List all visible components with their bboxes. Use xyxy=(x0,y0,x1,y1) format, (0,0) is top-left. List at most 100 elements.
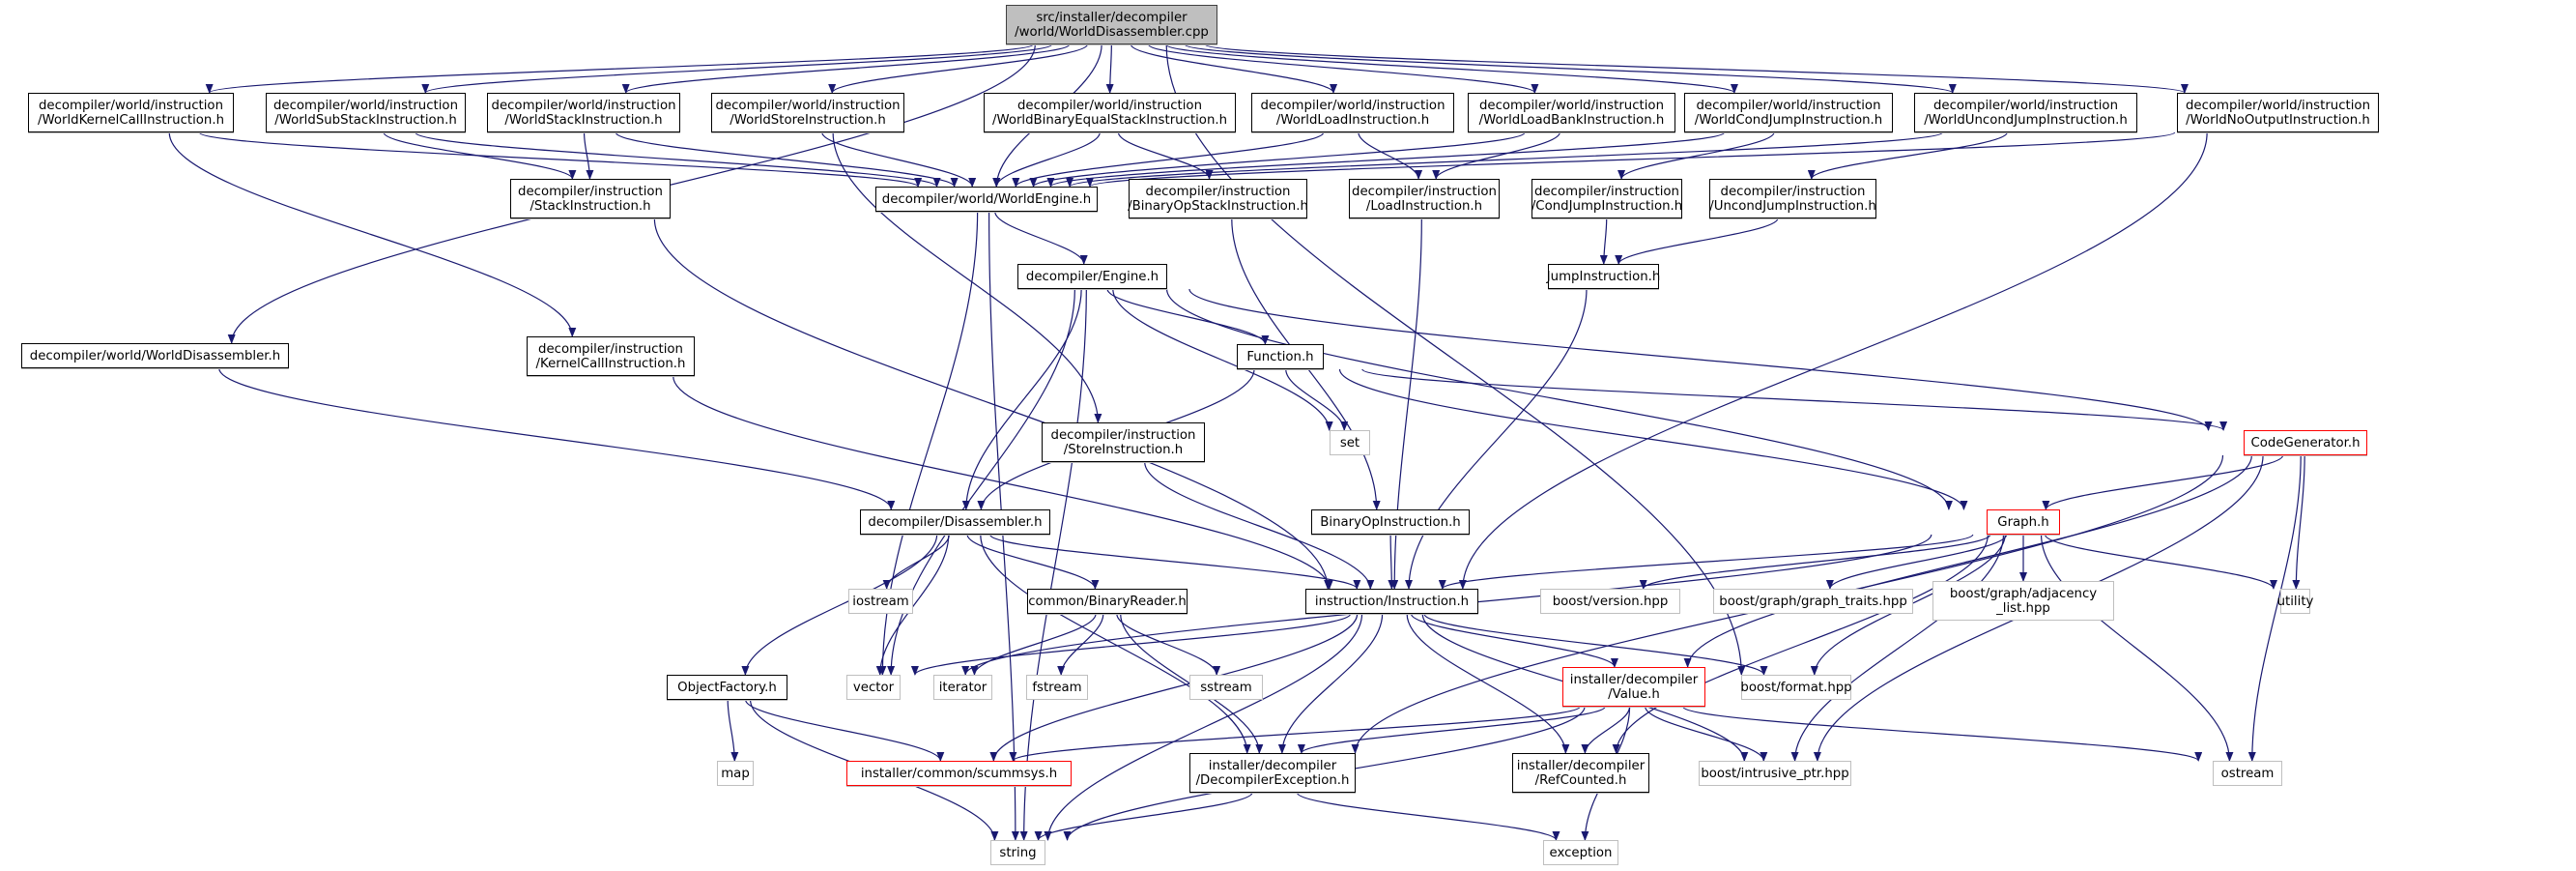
node-worldloadbankinstruction[interactable]: decompiler/world/instruction/WorldLoadBa… xyxy=(1468,93,1675,132)
edge-value-to-ostream xyxy=(1682,706,2202,762)
node-value[interactable]: installer/decompiler/Value.h xyxy=(1562,667,1705,707)
node-refcounted[interactable]: installer/decompiler/RefCounted.h xyxy=(1512,753,1649,793)
node-boost-graph-traits: boost/graph/graph_traits.hpp xyxy=(1713,589,1913,614)
node-label-line: decompiler/instruction xyxy=(518,184,663,199)
edge-graph-to-rc xyxy=(1612,534,1989,754)
node-worldkernelcallinstruction[interactable]: decompiler/world/instruction/WorldKernel… xyxy=(28,93,234,132)
node-label-line: decompiler/instruction xyxy=(538,341,683,357)
edge-instr-to-value xyxy=(1410,613,1618,668)
node-label-line: installer/common/scummsys.h xyxy=(860,766,1058,781)
node-worldnooutputinstruction[interactable]: decompiler/world/instruction/WorldNoOutp… xyxy=(2177,93,2379,132)
edge-instr-to-rc xyxy=(1406,613,1570,754)
node-condjumpinstruction[interactable]: decompiler/instruction/CondJumpInstructi… xyxy=(1531,179,1682,218)
node-codegenerator[interactable]: CodeGenerator.h xyxy=(2244,430,2367,455)
node-worldloadinstruction[interactable]: decompiler/world/instruction/WorldLoadIn… xyxy=(1251,93,1454,132)
node-instruction[interactable]: instruction/Instruction.h xyxy=(1305,589,1478,614)
edge-cji-to-ji xyxy=(1599,218,1608,265)
edge-dis-to-br xyxy=(966,534,1100,590)
edge-instr-to-scumm xyxy=(989,613,1359,762)
node-label-line: /WorldStoreInstruction.h xyxy=(730,112,886,128)
node-label-line: boost/intrusive_ptr.hpp xyxy=(1701,766,1849,781)
node-engine[interactable]: decompiler/Engine.h xyxy=(1017,264,1167,289)
node-worldengine[interactable]: decompiler/world/WorldEngine.h xyxy=(875,187,1098,212)
node-stackinstruction[interactable]: decompiler/instruction/StackInstruction.… xyxy=(510,179,671,218)
node-function[interactable]: Function.h xyxy=(1237,344,1324,369)
node-objectfactory[interactable]: ObjectFactory.h xyxy=(667,675,787,700)
node-uncondjumpinstruction[interactable]: decompiler/instruction/UncondJumpInstruc… xyxy=(1709,179,1876,218)
node-label-line: common/BinaryReader.h xyxy=(1028,594,1187,609)
node-label-line: BinaryOpInstruction.h xyxy=(1320,514,1461,530)
node-label-line: /UncondJumpInstruction.h xyxy=(1709,198,1876,214)
node-iostream: iostream xyxy=(848,589,913,614)
node-label-line: /WorldUncondJumpInstruction.h xyxy=(1924,112,2128,128)
node-label-line: /Value.h xyxy=(1608,686,1660,702)
edge-func-to-cg xyxy=(1361,368,2227,431)
node-label-line: Graph.h xyxy=(1997,514,2049,530)
edge-wd-to-dis xyxy=(218,367,896,510)
edge-ji-to-instr xyxy=(1405,288,1588,590)
node-label-line: /WorldBinaryEqualStackInstruction.h xyxy=(991,112,1228,128)
edge-boi-to-instr xyxy=(1388,534,1396,590)
node-boost-version: boost/version.hpp xyxy=(1540,589,1680,614)
edge-engine-to-func xyxy=(1106,288,1270,345)
node-binaryopstackinstruction[interactable]: decompiler/instruction/BinaryOpStackInst… xyxy=(1128,179,1308,218)
node-label-line: boost/version.hpp xyxy=(1552,594,1669,609)
node-label-line: decompiler/instruction xyxy=(1352,184,1497,199)
node-decompilerexception[interactable]: installer/decompiler/DecompilerException… xyxy=(1189,753,1356,793)
edge-wuji-to-uji xyxy=(1807,131,2008,180)
node-label-line: fstream xyxy=(1032,680,1082,695)
node-graph[interactable]: Graph.h xyxy=(1987,509,2060,535)
edge-engine-to-cg xyxy=(1188,288,2213,431)
node-label-line: JumpInstruction.h xyxy=(1546,269,1661,284)
node-label-line: /WorldCondJumpInstruction.h xyxy=(1694,112,1883,128)
edge-root-to-wcji xyxy=(1164,44,1738,94)
edge-wlbi-to-we xyxy=(1029,131,1526,188)
edge-graph-to-ostream xyxy=(2040,534,2234,762)
edge-root-to-wuji xyxy=(1184,44,1957,94)
edge-graph-to-instr xyxy=(1439,534,1974,590)
edge-wbesi-to-we xyxy=(992,131,1101,188)
node-label-line: sstream xyxy=(1200,680,1252,695)
node-label-line: decompiler/instruction xyxy=(1050,427,1196,443)
edge-root-to-bfmt xyxy=(1165,44,1746,676)
node-worlduncondjumpinstruction[interactable]: decompiler/world/instruction/WorldUncond… xyxy=(1914,93,2137,132)
edge-wkci-to-we xyxy=(198,131,922,188)
node-label-line: src/installer/decompiler xyxy=(1036,10,1188,25)
node-label-line: decompiler/world/instruction xyxy=(272,98,458,113)
edge-wkci-to-kci xyxy=(168,131,577,337)
node-label-line: exception xyxy=(1549,845,1613,860)
edge-root-to-wlbi xyxy=(1147,44,1539,94)
node-boost-adjacency-list: boost/graph/adjacency_list.hpp xyxy=(1932,581,2114,621)
edge-wcji-to-cji xyxy=(1617,131,1775,180)
edge-cg-to-utility xyxy=(2292,454,2305,590)
edge-dis-to-instr xyxy=(989,534,1361,590)
node-worldsubstackinstruction[interactable]: decompiler/world/instruction/WorldSubSta… xyxy=(266,93,466,132)
node-worldcondjumpinstruction[interactable]: decompiler/world/instruction/WorldCondJu… xyxy=(1684,93,1893,132)
node-set: set xyxy=(1330,430,1370,455)
node-worldbinaryequalstackinstruction[interactable]: decompiler/world/instruction/WorldBinary… xyxy=(984,93,1236,132)
node-storeinstruction[interactable]: decompiler/instruction/StoreInstruction.… xyxy=(1042,422,1205,462)
node-loadinstruction[interactable]: decompiler/instruction/LoadInstruction.h xyxy=(1349,179,1500,218)
edge-wsi-to-we xyxy=(615,131,959,188)
node-kernelcallinstruction[interactable]: decompiler/instruction/KernelCallInstruc… xyxy=(527,336,695,376)
node-label-line: /WorldLoadBankInstruction.h xyxy=(1478,112,1665,128)
node-worldstoreinstruction[interactable]: decompiler/world/instruction/WorldStoreI… xyxy=(711,93,904,132)
edge-engine-to-vector xyxy=(887,288,1075,676)
node-label-line: /DecompilerException.h xyxy=(1195,772,1350,788)
edge-stacki-to-instr xyxy=(653,218,1332,590)
node-worlddisassembler-h[interactable]: decompiler/world/WorldDisassembler.h xyxy=(21,343,289,368)
edge-wnoi-to-instr xyxy=(1458,131,2208,590)
node-binaryopinstruction[interactable]: BinaryOpInstruction.h xyxy=(1311,509,1470,535)
node-boost-intrusive-ptr: boost/intrusive_ptr.hpp xyxy=(1699,761,1851,786)
node-binaryreader[interactable]: common/BinaryReader.h xyxy=(1027,589,1188,614)
node-disassembler[interactable]: decompiler/Disassembler.h xyxy=(860,509,1050,535)
node-label-line: boost/graph/graph_traits.hpp xyxy=(1719,594,1907,609)
node-jumpinstruction[interactable]: JumpInstruction.h xyxy=(1546,264,1661,289)
node-scummsys[interactable]: installer/common/scummsys.h xyxy=(846,761,1072,786)
edge-cg-to-graph xyxy=(2042,454,2284,510)
node-worldstackinstruction[interactable]: decompiler/world/instruction/WorldStackI… xyxy=(487,93,680,132)
node-label-line: Function.h xyxy=(1246,349,1314,364)
node-label-line: /WorldKernelCallInstruction.h xyxy=(38,112,224,128)
edge-value-to-bip xyxy=(1645,706,1768,762)
